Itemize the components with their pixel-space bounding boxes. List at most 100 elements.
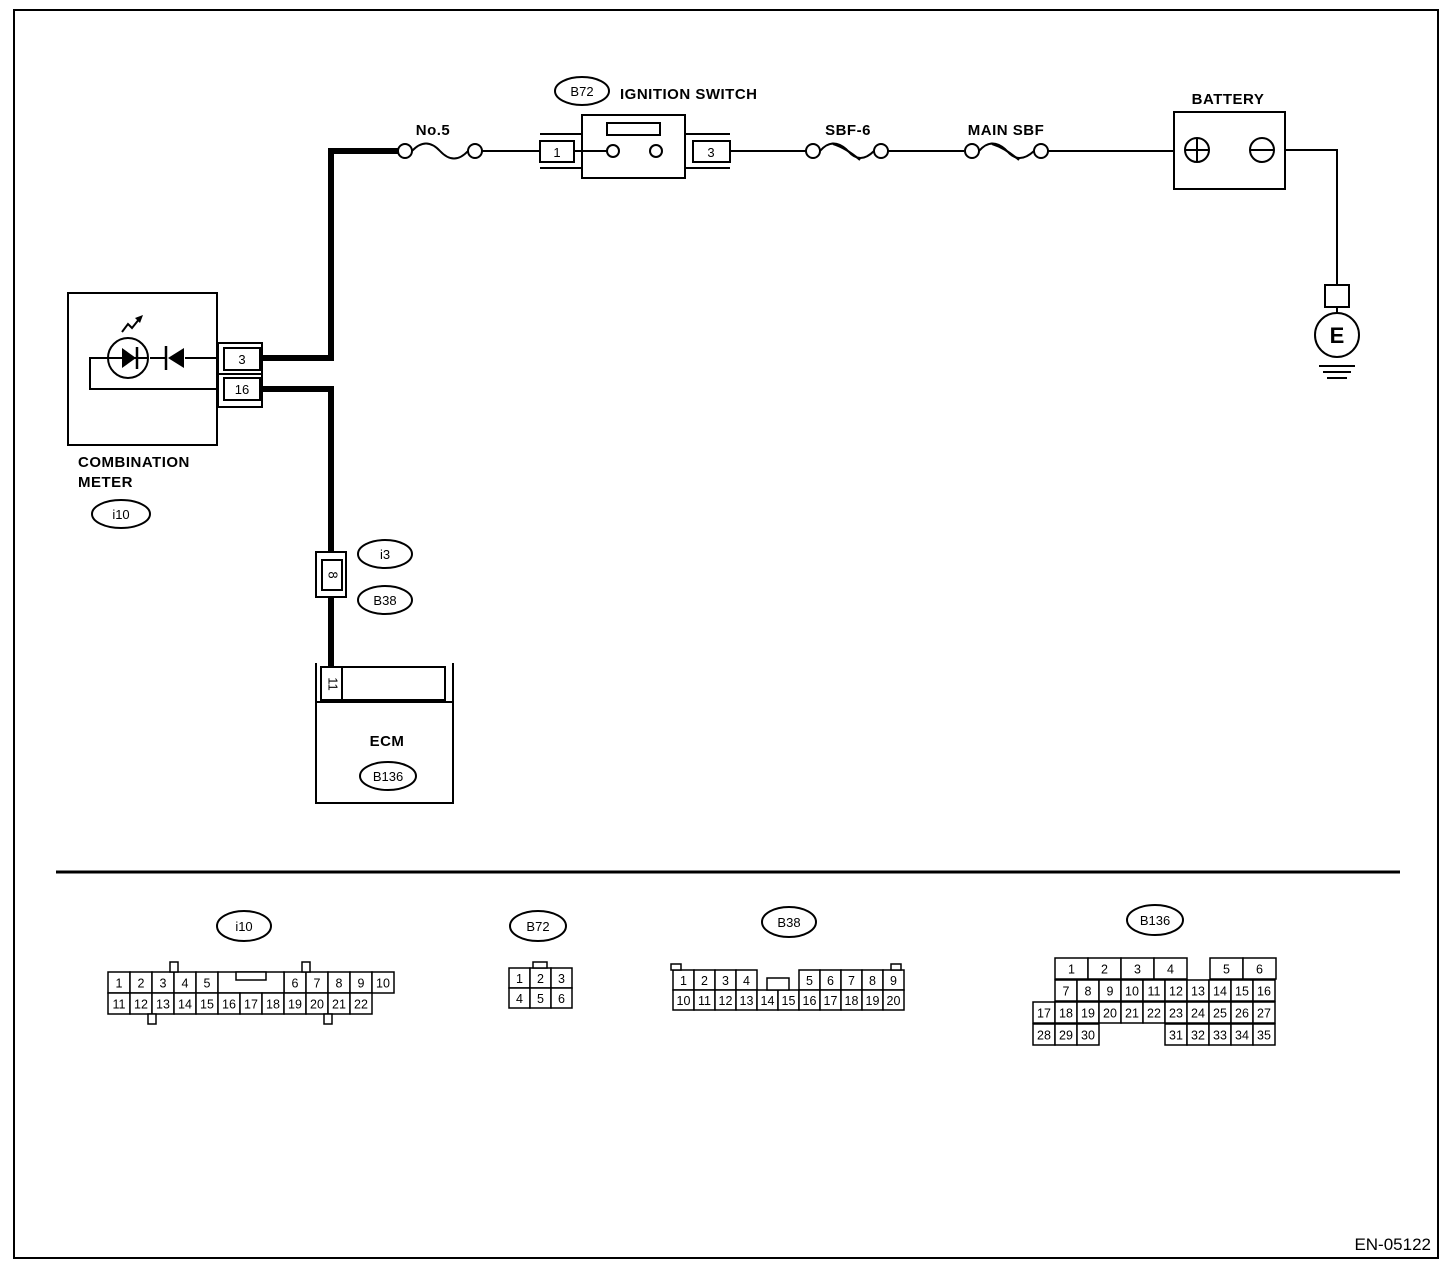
connector-tag-i3-label: i3 bbox=[380, 547, 390, 562]
b136-pin-label: 11 bbox=[1148, 985, 1161, 999]
ground-circle bbox=[1314, 312, 1360, 358]
b136-pin-label: 10 bbox=[1125, 985, 1139, 999]
b136-pin-label: 31 bbox=[1169, 1029, 1183, 1043]
i10-pin-label: 16 bbox=[222, 998, 236, 1012]
b136-pin-label: 16 bbox=[1257, 985, 1271, 999]
b136-pin-label: 5 bbox=[1223, 963, 1230, 977]
i10-lock-key bbox=[169, 961, 179, 973]
joint-connector-pin-8-label: 8 bbox=[326, 571, 341, 578]
b136-pin-label: 35 bbox=[1257, 1029, 1271, 1043]
i10-pin-label: 9 bbox=[358, 977, 365, 991]
b38-pin-label: 11 bbox=[698, 994, 711, 1008]
b38-pin-cell bbox=[882, 989, 905, 1011]
ground-terminal bbox=[1324, 284, 1350, 308]
meter-pin-16-label: 16 bbox=[235, 382, 249, 397]
b136-pin-label: 33 bbox=[1213, 1029, 1227, 1043]
b136-pin-cell bbox=[1252, 1001, 1276, 1024]
ignition-switch-body bbox=[581, 114, 686, 179]
ignition-pin-3 bbox=[692, 140, 731, 163]
b38-pin-label: 17 bbox=[824, 994, 838, 1008]
meter-pin-3 bbox=[223, 347, 261, 371]
wire-meter-to-joint bbox=[262, 386, 334, 552]
b136-pin-label: 17 bbox=[1037, 1007, 1051, 1021]
b136-pin-cell bbox=[1242, 957, 1277, 980]
b38-pin-label: 8 bbox=[869, 974, 876, 988]
b136-pin-label: 12 bbox=[1169, 985, 1183, 999]
connector-tag-i3 bbox=[357, 539, 413, 569]
view-tag-b72-label: B72 bbox=[526, 919, 549, 934]
ground-label: E bbox=[1330, 323, 1345, 348]
i10-pin-label: 12 bbox=[134, 998, 148, 1012]
ecm-label: ECM bbox=[370, 733, 405, 750]
b136-pin-cell bbox=[1076, 1023, 1100, 1046]
b72-pin-label: 2 bbox=[537, 972, 544, 986]
b38-pin-label: 13 bbox=[740, 994, 754, 1008]
i10-pin-label: 7 bbox=[314, 977, 321, 991]
b38-pin-label: 15 bbox=[782, 994, 796, 1008]
combination-meter: 3 16 COMBINATION METER i10 bbox=[67, 292, 263, 529]
b136-pin-label: 6 bbox=[1256, 963, 1263, 977]
b136-pin-label: 1 bbox=[1068, 963, 1075, 977]
ignition-switch: B72 IGNITION SWITCH 1 3 bbox=[539, 76, 757, 179]
connector-tag-b136 bbox=[359, 761, 417, 791]
wire-meter-to-fuse bbox=[262, 148, 400, 361]
b136-pin-label: 24 bbox=[1191, 1007, 1205, 1021]
b72-pin-label: 3 bbox=[558, 972, 565, 986]
fuse-main-sbf: MAIN SBF bbox=[964, 122, 1049, 161]
fuse-sbf6-label: SBF-6 bbox=[825, 122, 871, 139]
b38-pin-label: 4 bbox=[743, 974, 750, 988]
b136-pin-label: 9 bbox=[1107, 985, 1114, 999]
joint-connector: 8 i3 B38 bbox=[315, 539, 413, 615]
b136-pin-label: 4 bbox=[1167, 963, 1174, 977]
connector-tag-b72 bbox=[554, 76, 610, 106]
combination-meter-label-line2: METER bbox=[78, 474, 133, 491]
i10-lock-key bbox=[235, 971, 267, 981]
view-tag-b136 bbox=[1126, 904, 1184, 936]
b38-pin-label: 5 bbox=[806, 974, 813, 988]
b38-pin-label: 7 bbox=[848, 974, 855, 988]
i10-pin-label: 17 bbox=[244, 998, 258, 1012]
fuse-main-sbf-label: MAIN SBF bbox=[968, 122, 1045, 139]
b136-pin-label: 34 bbox=[1235, 1029, 1249, 1043]
i10-lock-key bbox=[323, 1013, 333, 1025]
fuse-no5-icon bbox=[411, 142, 469, 160]
b136-pin-label: 19 bbox=[1081, 1007, 1095, 1021]
b136-pin-label: 28 bbox=[1037, 1029, 1051, 1043]
b38-pin-label: 2 bbox=[701, 974, 708, 988]
b72-lock-key bbox=[532, 961, 548, 969]
i10-pin-label: 4 bbox=[182, 977, 189, 991]
b38-pin-label: 16 bbox=[803, 994, 817, 1008]
b38-lock-key bbox=[670, 963, 682, 971]
ground-icon bbox=[1319, 365, 1355, 379]
meter-pin-3-label: 3 bbox=[238, 352, 245, 367]
b72-pin-cell bbox=[550, 987, 573, 1009]
b38-pin-label: 14 bbox=[761, 994, 775, 1008]
meter-pin-16 bbox=[223, 377, 261, 401]
i10-pin-label: 6 bbox=[292, 977, 299, 991]
battery: BATTERY bbox=[1173, 91, 1286, 190]
b38-lock-key bbox=[766, 977, 790, 991]
b72-pin-label: 1 bbox=[516, 972, 523, 986]
b38-pin-label: 9 bbox=[890, 974, 897, 988]
b136-pin-label: 14 bbox=[1213, 985, 1227, 999]
b136-pin-label: 15 bbox=[1235, 985, 1249, 999]
i10-pin-label: 8 bbox=[336, 977, 343, 991]
connector-tag-b72-label: B72 bbox=[570, 84, 593, 99]
ground-point: E bbox=[1314, 284, 1360, 379]
connector-tag-i10-label: i10 bbox=[112, 507, 129, 522]
fuse-no5: No.5 bbox=[397, 122, 483, 160]
b38-pin-label: 19 bbox=[866, 994, 880, 1008]
b136-pin-label: 18 bbox=[1059, 1007, 1073, 1021]
ignition-pin-3-label: 3 bbox=[707, 145, 714, 160]
i10-pin-label: 11 bbox=[113, 998, 126, 1012]
i10-pin-cell bbox=[349, 992, 373, 1015]
i10-pin-label: 2 bbox=[138, 977, 145, 991]
view-tag-i10 bbox=[216, 910, 272, 942]
view-tag-b38 bbox=[761, 906, 817, 938]
fuse-no5-label: No.5 bbox=[416, 122, 451, 139]
combination-meter-label-line1: COMBINATION bbox=[78, 454, 190, 471]
figure-id: EN-05122 bbox=[1354, 1235, 1431, 1254]
b136-pin-label: 22 bbox=[1147, 1007, 1161, 1021]
diagram-frame bbox=[13, 9, 1439, 1259]
i10-pin-label: 15 bbox=[200, 998, 214, 1012]
